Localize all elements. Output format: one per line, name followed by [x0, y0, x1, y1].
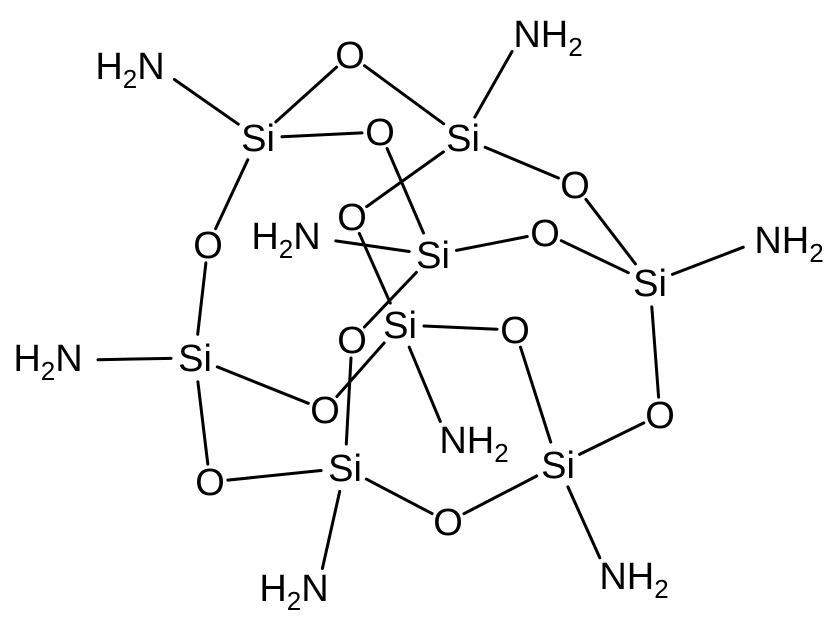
bond-si5-o8 — [422, 324, 499, 331]
bond-si7-o11 — [226, 469, 323, 482]
bond-si3-o2 — [385, 147, 425, 235]
bond-si1-o1 — [274, 65, 339, 124]
bond-si5-n6 — [407, 345, 442, 423]
bond-si4-o9 — [650, 305, 661, 399]
atom-label-o4: O — [337, 197, 367, 239]
atom-label-si5: Si — [383, 305, 417, 347]
atom-label-o5: O — [530, 213, 560, 255]
bond-si2-o4 — [365, 150, 445, 209]
bond-si6-n5 — [96, 356, 173, 362]
bond-si4-o5 — [559, 239, 630, 275]
bond-si4-n4 — [670, 245, 745, 276]
bond-si2-o3 — [483, 145, 560, 180]
atom-label-o12: O — [433, 502, 463, 544]
atom-label-n2: NH2 — [513, 14, 582, 62]
atom-label-o9: O — [645, 395, 675, 437]
bond-lines — [96, 49, 745, 570]
atom-label-si4: Si — [633, 263, 667, 305]
bond-si3-n3 — [334, 239, 411, 253]
bond-si7-o7 — [344, 356, 353, 446]
bond-si8-o12 — [462, 474, 539, 516]
bond-si2-n2 — [473, 49, 514, 119]
bond-si7-o12 — [364, 477, 434, 516]
atom-label-o6: O — [193, 225, 223, 267]
atom-label-n3: H2N — [251, 216, 320, 264]
atom-label-si7: Si — [328, 448, 362, 490]
bond-si6-o10 — [215, 365, 310, 405]
bond-si8-n8 — [566, 485, 602, 560]
bond-si1-o6 — [214, 158, 250, 231]
bond-si1-o2 — [280, 131, 364, 139]
atom-label-n4: NH2 — [754, 220, 823, 268]
atom-label-si6: Si — [178, 338, 212, 380]
atom-label-n8: NH2 — [599, 556, 668, 604]
atom-label-si3: Si — [416, 235, 450, 277]
bond-si3-o7 — [362, 270, 418, 329]
atom-label-si8: Si — [541, 445, 575, 487]
bond-si3-o5 — [455, 235, 529, 252]
atom-label-n1: H2N — [95, 46, 164, 94]
bond-si2-o1 — [363, 64, 446, 126]
atom-label-o10: O — [310, 390, 340, 432]
atom-label-o1: O — [335, 35, 365, 77]
atom-label-si1: Si — [241, 118, 275, 160]
atom-label-o3: O — [560, 165, 590, 207]
atom-label-o7: O — [337, 320, 367, 362]
atom-label-n5: H2N — [13, 338, 82, 386]
atom-label-o8: O — [500, 310, 530, 352]
atom-label-n6: NH2 — [439, 420, 508, 468]
atom-label-o11: O — [195, 462, 225, 504]
bond-si8-o9 — [578, 421, 646, 456]
bond-si4-o3 — [584, 197, 637, 266]
bond-si6-o11 — [196, 380, 210, 466]
bond-si8-o8 — [519, 345, 553, 444]
atom-label-n7: H2N — [259, 568, 328, 616]
atom-label-si2: Si — [446, 118, 480, 160]
bond-si6-o6 — [196, 261, 208, 336]
bond-si7-n7 — [320, 489, 342, 570]
bond-si5-o10 — [335, 341, 386, 398]
atom-label-o2: O — [365, 112, 395, 154]
bond-si1-n1 — [172, 78, 240, 126]
